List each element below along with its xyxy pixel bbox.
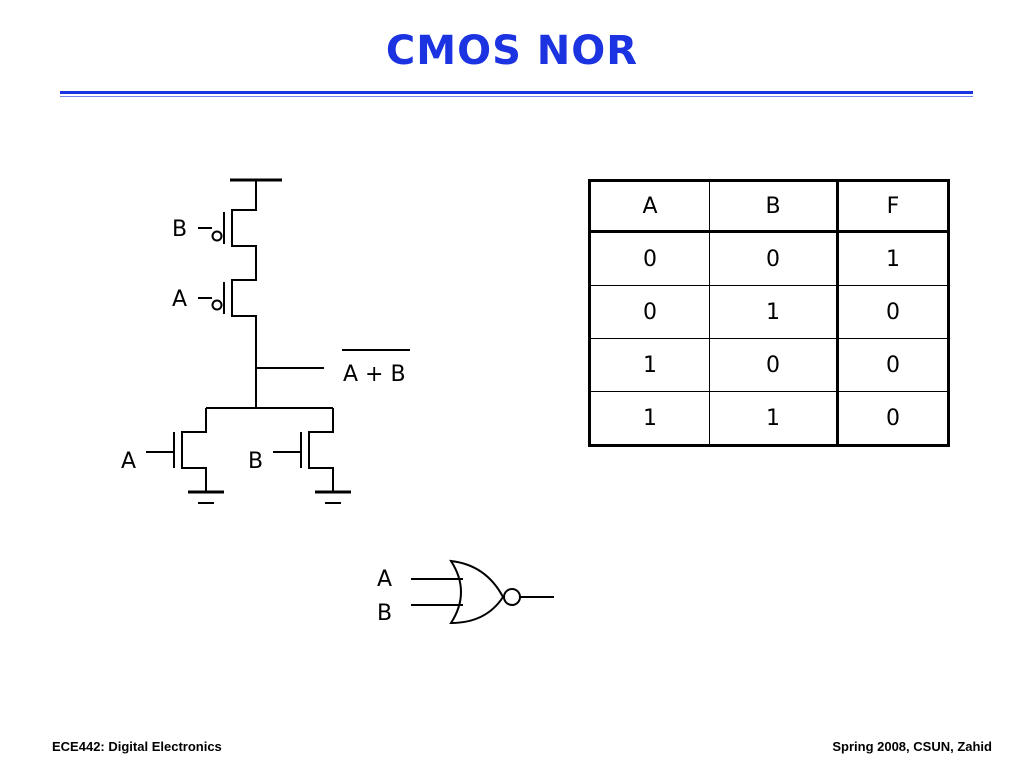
output-label: A + B <box>343 362 406 387</box>
table-row: 0 1 0 <box>589 285 949 339</box>
table-row: 1 1 0 <box>589 391 949 446</box>
footer-term: Spring 2008, CSUN, Zahid <box>832 739 992 754</box>
truth-table-header: A B F <box>589 180 949 233</box>
table-cell: 1 <box>709 285 839 339</box>
table-cell: 0 <box>589 285 710 339</box>
pmos-top-label: B <box>172 217 187 242</box>
pmos-a <box>198 275 257 368</box>
table-cell: 0 <box>837 391 949 446</box>
nmos-right-label: B <box>248 449 263 474</box>
table-row: 0 0 1 <box>589 231 949 286</box>
pmos-b <box>198 180 257 275</box>
nor-gate-symbol <box>411 559 554 625</box>
pmos-bottom-label: A <box>172 287 187 312</box>
footer-course: ECE442: Digital Electronics <box>52 739 222 754</box>
table-cell: 1 <box>589 391 710 446</box>
gate-input-a-label: A <box>377 567 392 592</box>
nmos-a <box>146 408 224 504</box>
table-cell: 0 <box>709 338 839 392</box>
truth-table: A B F 0 0 1 0 1 0 1 0 0 1 1 0 <box>588 179 950 447</box>
nmos-left-label: A <box>121 449 136 474</box>
header-cell-b: B <box>709 180 839 233</box>
table-cell: 0 <box>837 285 949 339</box>
header-cell-f: F <box>837 180 949 233</box>
slide-title: CMOS NOR <box>385 28 639 74</box>
title-rule <box>60 91 973 94</box>
table-cell: 1 <box>709 391 839 446</box>
nmos-b <box>273 408 351 504</box>
table-cell: 0 <box>709 231 839 286</box>
table-cell: 0 <box>837 338 949 392</box>
table-cell: 1 <box>837 231 949 286</box>
table-cell: 1 <box>589 338 710 392</box>
table-row: 1 0 0 <box>589 338 949 392</box>
title-rule-thin <box>60 96 973 97</box>
header-cell-a: A <box>589 180 710 233</box>
table-cell: 0 <box>589 231 710 286</box>
gate-input-b-label: B <box>377 601 392 626</box>
